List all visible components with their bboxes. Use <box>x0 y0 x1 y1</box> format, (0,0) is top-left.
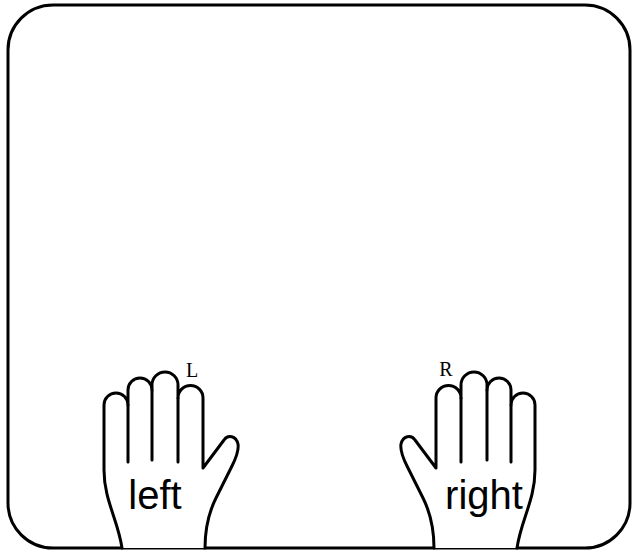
hand-line <box>401 372 535 548</box>
hand-outline <box>394 363 539 550</box>
hand-line <box>177 398 180 462</box>
hand-line <box>486 390 489 460</box>
hand-drawing <box>104 372 238 548</box>
hand-line <box>460 398 463 462</box>
hand-shape: right <box>394 363 539 550</box>
hand-letter: R <box>439 359 452 379</box>
hand-line <box>104 372 238 548</box>
hand-label: right <box>445 475 523 515</box>
hand-line <box>151 390 154 460</box>
hand-label: left <box>128 475 181 515</box>
hand-line <box>510 405 513 462</box>
hand-drawing <box>401 372 535 548</box>
hand-line <box>127 405 130 462</box>
hand-outline <box>100 363 245 550</box>
hand-letter: L <box>186 360 198 380</box>
hand-shape: left <box>100 363 245 550</box>
rounded-frame <box>8 5 630 548</box>
